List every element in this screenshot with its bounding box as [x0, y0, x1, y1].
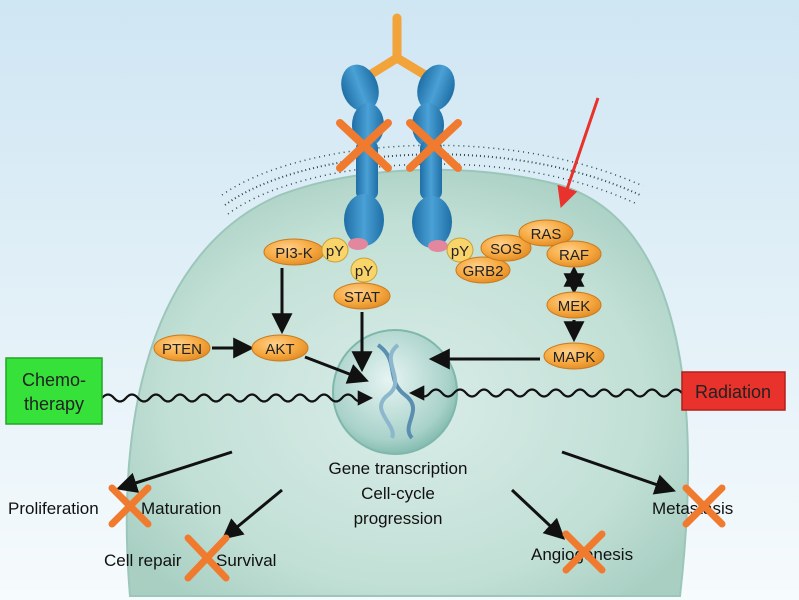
- arrow-proliferation: [116, 450, 233, 493]
- outcome-survival: Survival: [216, 551, 276, 570]
- radiation-label: Radiation: [695, 382, 771, 402]
- pathway-arrows: [116, 265, 676, 540]
- py-left-label: pY: [326, 243, 344, 260]
- pi3k-node: PI3-K: [263, 238, 325, 266]
- nucleus-line3: progression: [354, 509, 443, 528]
- arrow-survival: [221, 488, 283, 540]
- block-angiogenesis-x-icon: [562, 530, 606, 574]
- pten-label: PTEN: [162, 341, 202, 358]
- stat-node: STAT: [333, 282, 391, 310]
- receptor-block-left-x-icon: [336, 119, 392, 172]
- chemo-line2: therapy: [24, 394, 84, 414]
- sos-label: SOS: [490, 241, 522, 258]
- py-mid-node: pY: [350, 257, 378, 283]
- chemo-wave: [101, 390, 374, 406]
- pi3k-label: PI3-K: [275, 245, 313, 262]
- mek-label: MEK: [558, 298, 591, 315]
- arrow-metastasis: [561, 450, 676, 495]
- stat-label: STAT: [344, 289, 380, 306]
- sos-node: SOS: [480, 234, 532, 262]
- mapk-node: MAPK: [543, 342, 605, 370]
- mapk-label: MAPK: [553, 349, 596, 366]
- akt-label: AKT: [265, 341, 294, 358]
- radiation-box: Radiation: [681, 371, 786, 411]
- py-left-node: pY: [321, 237, 349, 263]
- cell-membrane: [221, 144, 644, 215]
- grb2-label: GRB2: [463, 263, 504, 280]
- raf-label: RAF: [559, 247, 589, 264]
- pointer-arrow: [557, 97, 600, 208]
- chemotherapy-box: Chemo- therapy: [5, 357, 103, 425]
- outcome-proliferation: Proliferation: [8, 499, 99, 518]
- ras-node: RAS: [518, 219, 574, 247]
- py-mid-label: pY: [355, 263, 373, 280]
- receptor-right: [412, 64, 455, 252]
- arrow-angiogenesis: [510, 488, 566, 540]
- py-right-label: pY: [451, 243, 469, 260]
- block-survival-x-icon: [184, 534, 230, 582]
- outcome-maturation: Maturation: [141, 499, 221, 518]
- receptor-left: [341, 64, 384, 250]
- nucleus-line1: Gene transcription: [329, 459, 468, 478]
- ras-label: RAS: [531, 226, 562, 243]
- pten-node: PTEN: [153, 334, 211, 362]
- dna-helix-icon: [376, 343, 416, 440]
- nucleus-line2: Cell-cycle: [361, 484, 435, 503]
- block-metastasis-x-icon: [682, 484, 726, 528]
- arrow-akt-nucleus: [304, 355, 369, 384]
- outcome-cell-repair: Cell repair: [104, 551, 182, 570]
- akt-node: AKT: [251, 334, 309, 362]
- mek-node: MEK: [546, 291, 602, 319]
- grb2-node: GRB2: [455, 256, 511, 284]
- radiation-wave: [408, 385, 683, 401]
- receptor-block-right-x-icon: [406, 119, 462, 172]
- raf-node: RAF: [546, 240, 602, 268]
- block-proliferation-x-icon: [108, 484, 152, 528]
- chemo-line1: Chemo-: [22, 370, 86, 390]
- py-right-node: pY: [446, 237, 474, 263]
